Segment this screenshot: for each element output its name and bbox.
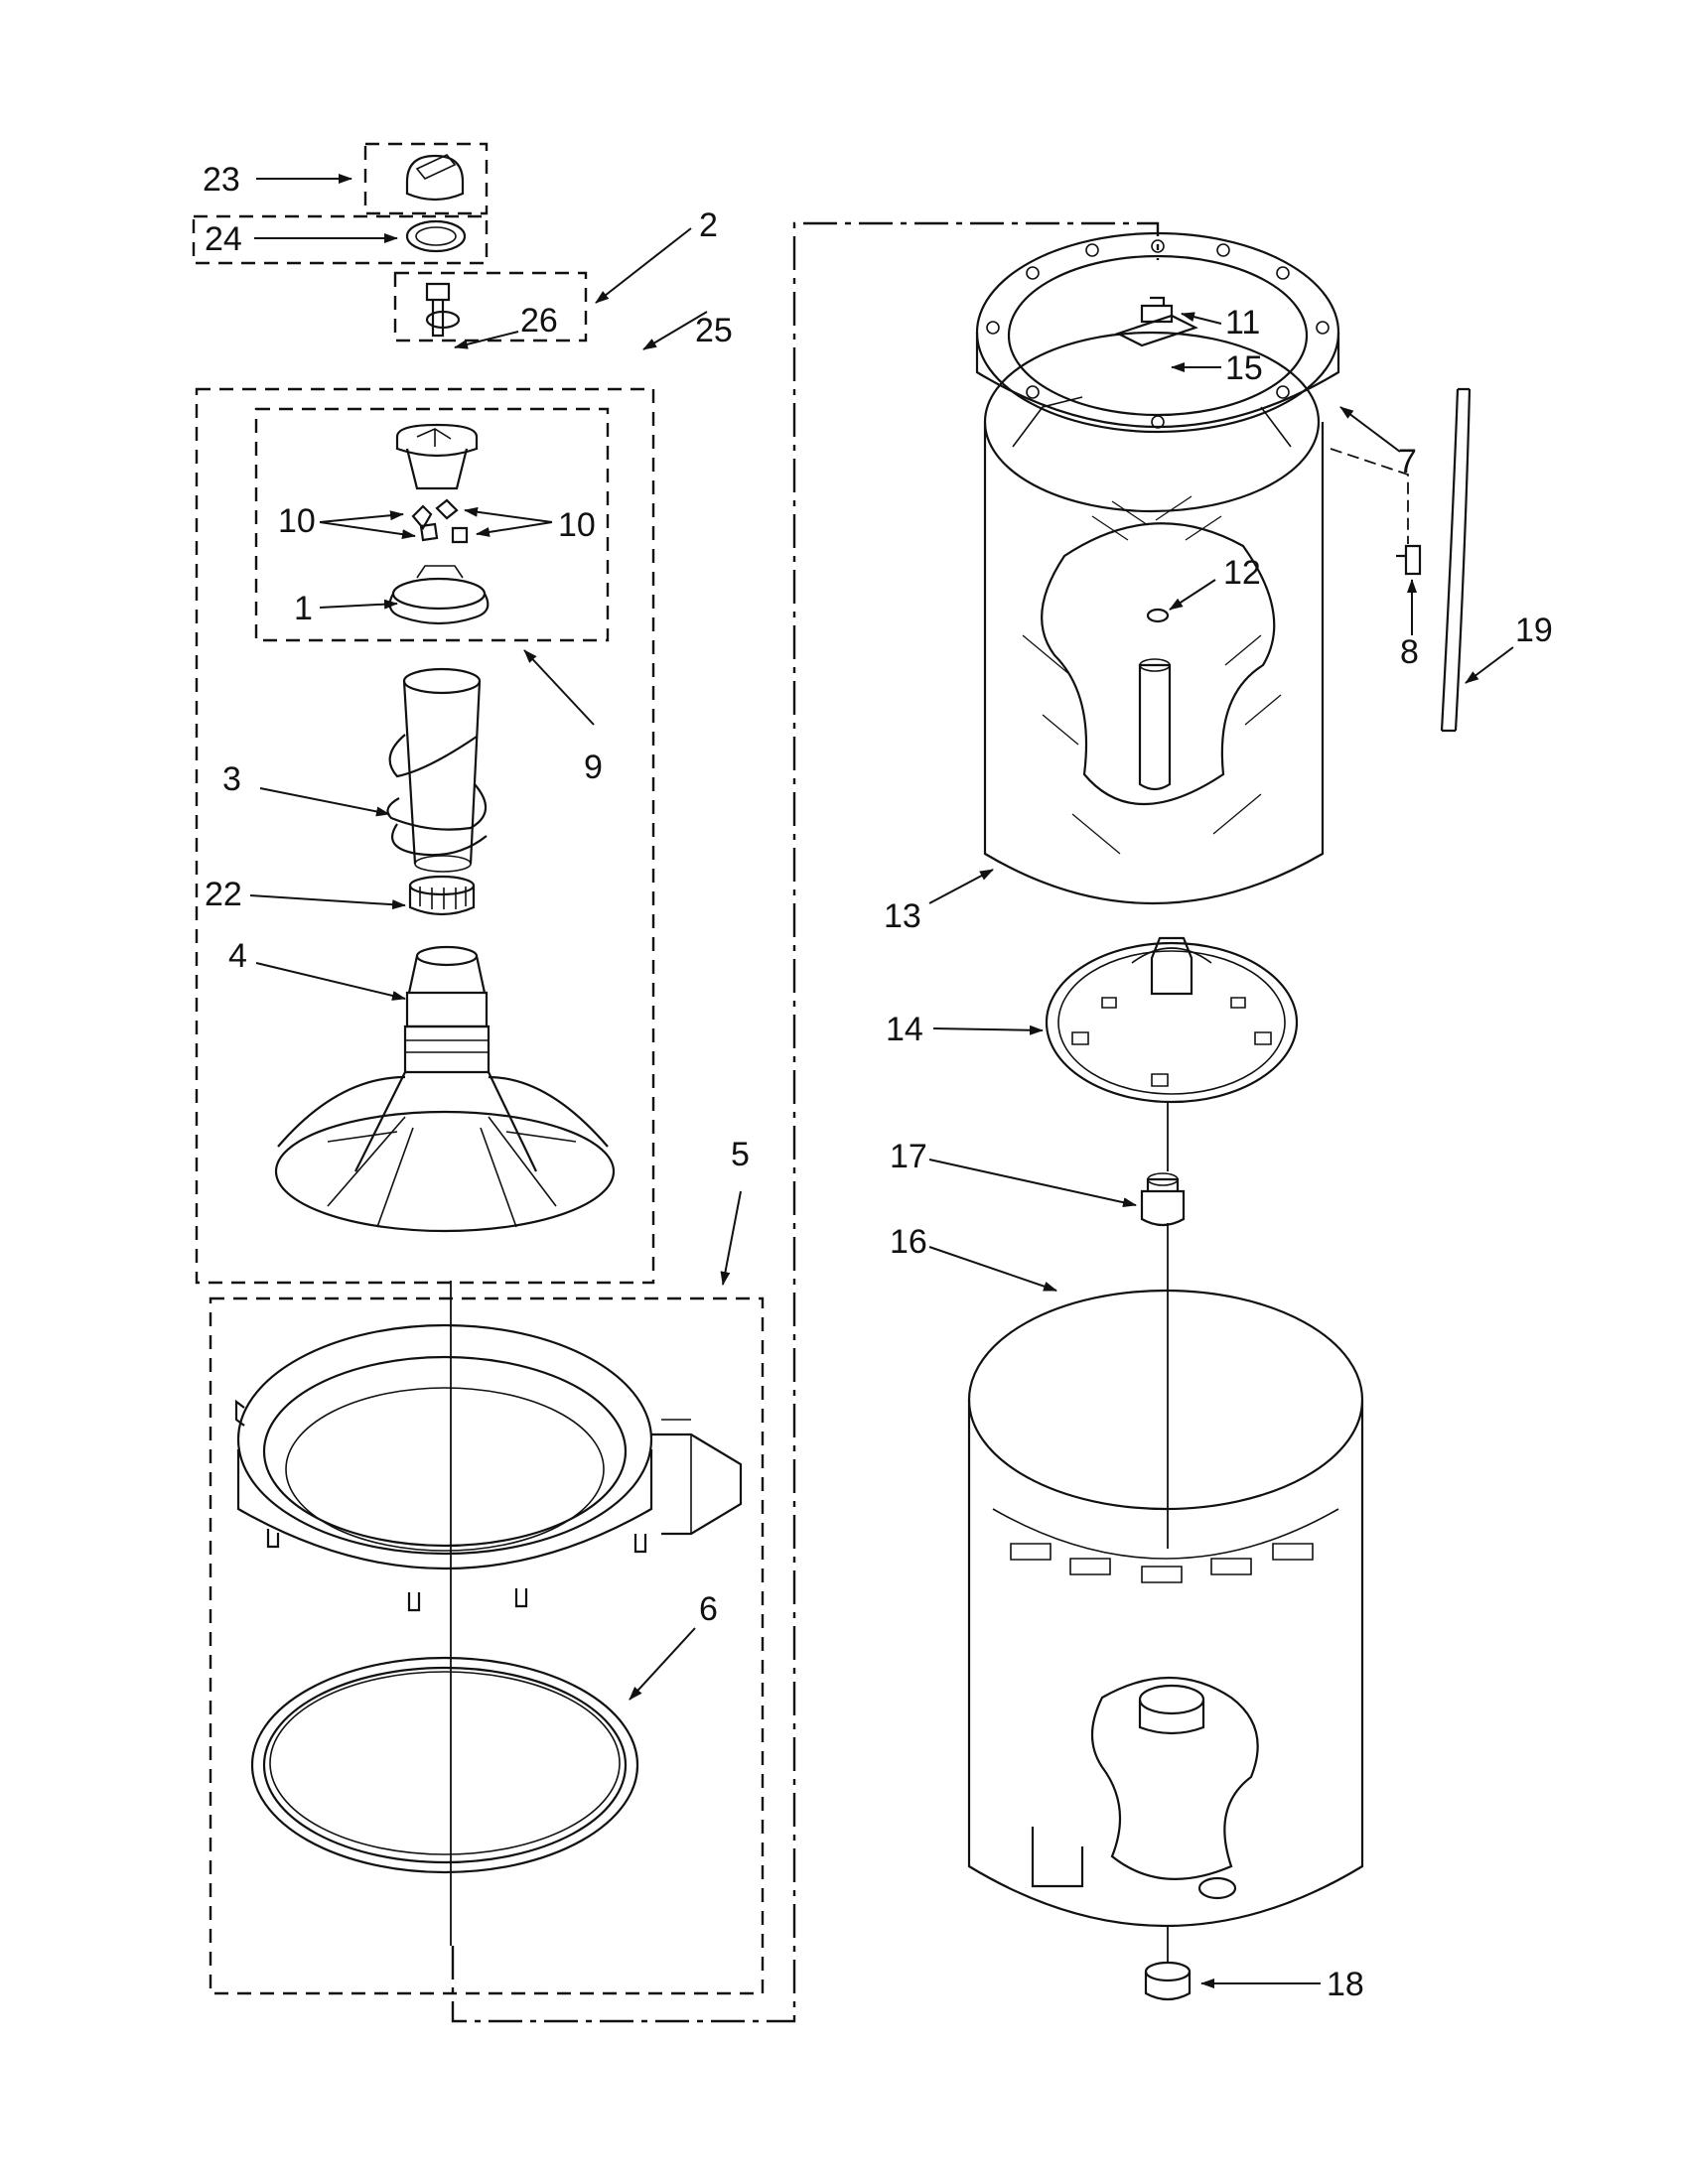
label-7: 7: [1398, 443, 1417, 480]
box-23: [363, 142, 489, 215]
label-19: 19: [1515, 612, 1553, 649]
outer-tub-part: [967, 1289, 1364, 1927]
cap-part: [405, 154, 465, 202]
label-5: 5: [731, 1136, 750, 1173]
box-9: [254, 407, 610, 642]
seal-ring-part: [250, 1656, 639, 1874]
label-23: 23: [203, 161, 240, 199]
box-25: [195, 387, 655, 1285]
label-3: 3: [222, 760, 241, 798]
label-17: 17: [890, 1138, 927, 1175]
label-12: 12: [1223, 554, 1261, 592]
auger-part: [386, 667, 488, 873]
balance-ring-part: [975, 231, 1340, 434]
label-22: 22: [205, 876, 242, 913]
label-1: 1: [294, 590, 313, 627]
hose-part: [1440, 387, 1472, 733]
bolt-part: [425, 282, 461, 338]
label-10-right: 10: [558, 506, 596, 544]
label-16: 16: [890, 1223, 927, 1261]
part-labels: 23 24 2 26 25 10 10 1 9 3 22 4 5 6 11 15…: [203, 161, 1553, 2003]
clip-leader-dashed: [1330, 448, 1409, 544]
basket-part: [983, 331, 1325, 905]
label-2: 2: [699, 206, 718, 244]
gasket-ring-part: [405, 219, 467, 253]
label-6: 6: [699, 1590, 718, 1628]
group-boxes: [192, 142, 765, 1995]
label-11: 11: [1225, 304, 1260, 341]
label-8: 8: [1400, 633, 1419, 671]
label-9: 9: [584, 749, 603, 786]
box-24: [192, 214, 489, 265]
label-25: 25: [695, 312, 733, 349]
agitator-base-part: [274, 945, 616, 1233]
label-13: 13: [884, 897, 921, 935]
label-24: 24: [205, 220, 242, 258]
tub-ring-part: [234, 1323, 743, 1612]
label-14: 14: [886, 1011, 923, 1048]
label-26: 26: [520, 302, 558, 340]
ratchet-part: [408, 875, 476, 916]
basket-holes: [1022, 495, 1282, 855]
label-10-left: 10: [278, 502, 316, 540]
label-15: 15: [1225, 349, 1263, 387]
drive-gear-part: [1045, 936, 1299, 1104]
nut-part: [1140, 1172, 1186, 1227]
cam-kit-part: [388, 423, 490, 625]
box-2: [393, 271, 588, 342]
assembly-link-line: [451, 221, 1160, 2023]
clip-parts: [1115, 296, 1198, 347]
leader-arrows: [249, 174, 1514, 1988]
box-5: [209, 1297, 765, 1995]
label-4: 4: [228, 937, 247, 975]
label-18: 18: [1327, 1966, 1364, 2003]
bottom-nut-part: [1144, 1961, 1192, 2001]
small-clip-part: [1396, 544, 1422, 576]
